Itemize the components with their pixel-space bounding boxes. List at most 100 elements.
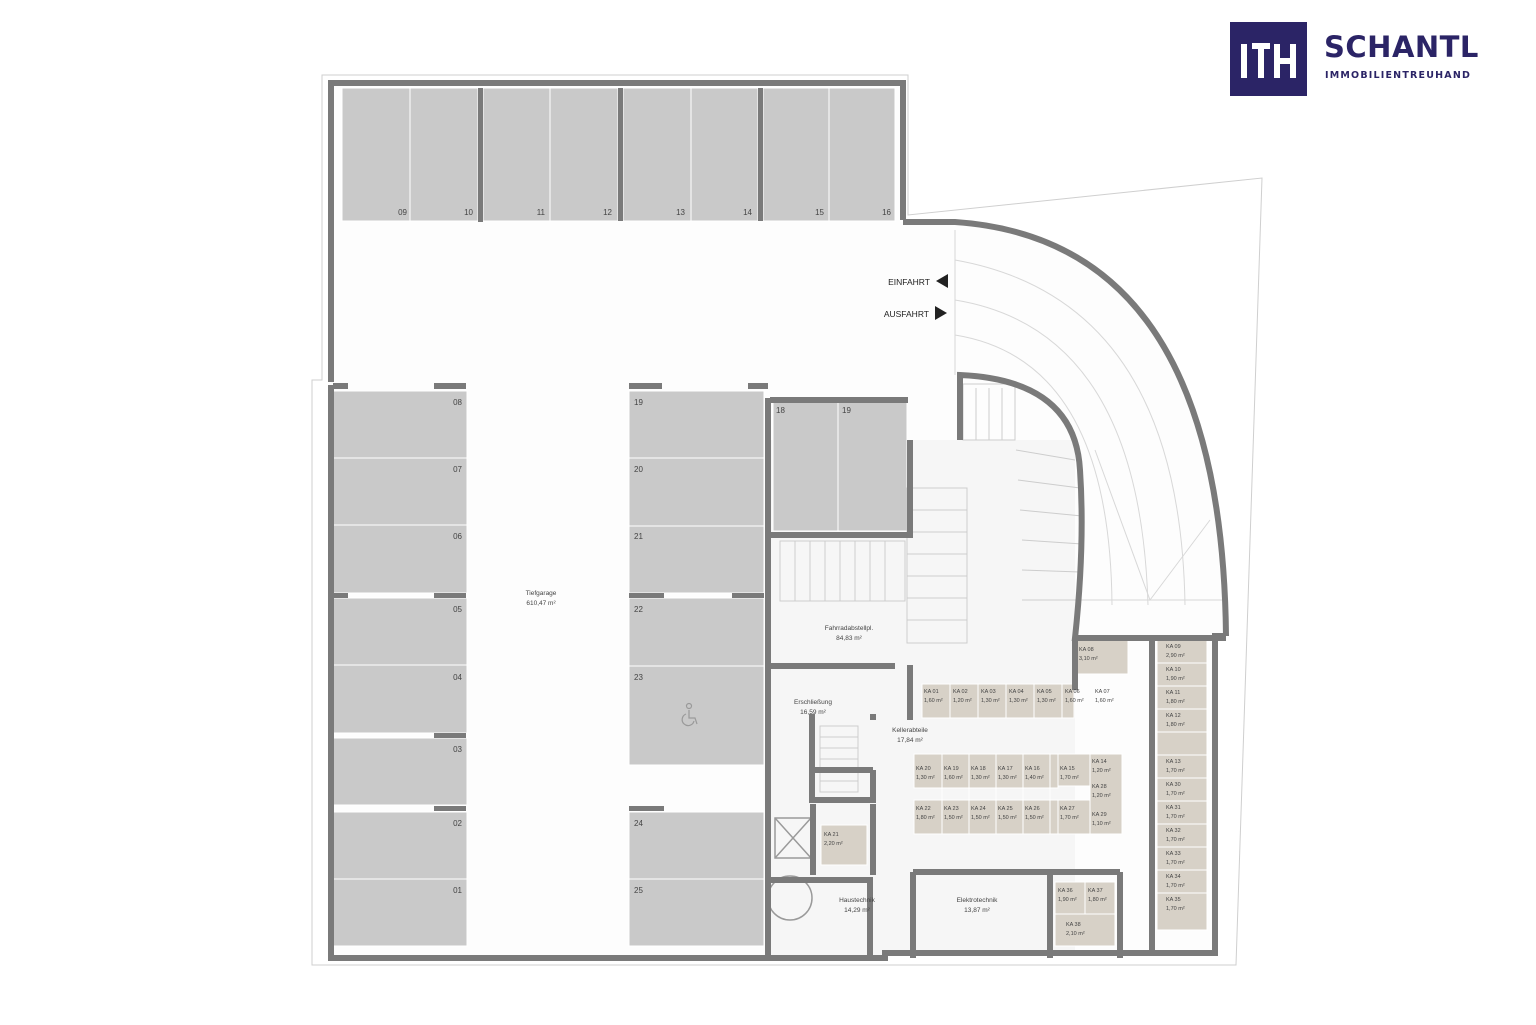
stairs	[779, 383, 1083, 793]
parking-space	[690, 87, 759, 222]
parking-space	[332, 457, 468, 526]
storage-unit-id: KA 10	[1166, 667, 1181, 673]
parking-space-number: 25	[634, 886, 643, 895]
storage-unit-id: KA 29	[1092, 812, 1107, 818]
storage-unit-area: 1,70 m²	[1166, 906, 1185, 912]
storage-unit-area: 1,50 m²	[998, 815, 1017, 821]
room-area: 16,59 m²	[800, 709, 826, 716]
parking-space	[628, 390, 765, 459]
storage-unit-area: 1,20 m²	[953, 698, 972, 704]
parking-space	[549, 87, 619, 222]
storage-unit-area: 1,60 m²	[1095, 698, 1114, 704]
storage-unit-area: 1,50 m²	[944, 815, 963, 821]
storage-unit-id: KA 05	[1037, 689, 1052, 695]
parking-space-number: 16	[882, 208, 891, 217]
storage-unit-area: 1,20 m²	[1092, 768, 1111, 774]
parking-space-number: 11	[537, 208, 546, 217]
brand-name: SCHANTL	[1324, 30, 1479, 64]
parking-space-number: 12	[603, 208, 612, 217]
storage-unit-area: 3,10 m²	[1079, 656, 1098, 662]
parking-space	[628, 457, 765, 527]
parking-space-number: 05	[453, 605, 462, 614]
storage-unit-area: 1,80 m²	[1166, 722, 1185, 728]
parking-space-number: 10	[464, 208, 473, 217]
storage-unit-id: KA 38	[1066, 922, 1081, 928]
brand-subtitle: IMMOBILIENTREUHAND	[1325, 70, 1472, 81]
room-name: Haustechnik	[839, 897, 876, 904]
storage-unit-id: KA 01	[924, 689, 939, 695]
room-area: 84,83 m²	[836, 635, 862, 642]
parking-space-number: 02	[453, 819, 462, 828]
storage-unit-area: 1,70 m²	[1166, 768, 1185, 774]
storage-unit-id: KA 09	[1166, 644, 1181, 650]
storage-unit-area: 1,80 m²	[916, 815, 935, 821]
room-name: Erschließung	[794, 699, 832, 706]
ramp-markings	[954, 230, 1222, 606]
storage-unit-area: 1,30 m²	[998, 775, 1017, 781]
storage-unit-id: KA 37	[1088, 888, 1103, 894]
ausfahrt-arrow-icon	[935, 306, 947, 320]
site-boundary	[311, 74, 1263, 966]
storage-unit-area: 2,90 m²	[1166, 653, 1185, 659]
storage-unit-area: 1,70 m²	[1060, 775, 1079, 781]
storage-unit-area: 2,20 m²	[824, 841, 843, 847]
parking-space-number: 13	[676, 208, 685, 217]
storage-unit-area: 2,10 m²	[1066, 931, 1085, 937]
parking-space	[341, 87, 411, 222]
parking-space-number: 24	[634, 819, 643, 828]
parking-space	[332, 737, 468, 806]
storage-unit-id: KA 36	[1058, 888, 1073, 894]
storage-unit-area: 1,60 m²	[924, 698, 943, 704]
storage-unit-area: 1,40 m²	[1025, 775, 1044, 781]
parking-space	[628, 525, 765, 594]
columns-top	[478, 88, 763, 222]
storage-unit-area: 1,60 m²	[1065, 698, 1084, 704]
storage-unit-id: KA 20	[916, 766, 931, 772]
storage-unit-area: 1,30 m²	[1037, 698, 1056, 704]
storage-unit-id: KA 21	[824, 832, 839, 838]
storage-unit-id: KA 07	[1095, 689, 1110, 695]
storage-unit-id: KA 17	[998, 766, 1013, 772]
storage-unit-area: 1,60 m²	[944, 775, 963, 781]
room-name: Tiefgarage	[526, 590, 557, 597]
storage-unit-area: 1,70 m²	[1166, 837, 1185, 843]
parking-space-number: 19	[634, 398, 643, 407]
storage-unit-area: 1,20 m²	[1092, 793, 1111, 799]
storage-unit-area: 1,90 m²	[1166, 676, 1185, 682]
storage-unit-id: KA 28	[1092, 784, 1107, 790]
storage-unit-id: KA 14	[1092, 759, 1107, 765]
storage-unit-id: KA 35	[1166, 897, 1181, 903]
storage-unit-id: KA 06	[1065, 689, 1080, 695]
parking-space	[828, 87, 896, 222]
parking-space	[332, 664, 468, 734]
storage-unit-id: KA 04	[1009, 689, 1024, 695]
parking-space-number: 09	[398, 208, 407, 217]
storage-unit-area: 1,10 m²	[1092, 821, 1111, 827]
walls	[328, 80, 1229, 961]
ausfahrt-label: AUSFAHRT	[884, 309, 929, 319]
parking-space	[332, 597, 468, 666]
storage-unit-area: 1,70 m²	[1060, 815, 1079, 821]
parking-space-number: 18	[776, 406, 785, 415]
storage-unit-area: 1,80 m²	[1166, 699, 1185, 705]
parking-space-number: 01	[453, 886, 462, 895]
parking-space-number: 04	[453, 673, 462, 682]
room-area: 13,87 m²	[964, 907, 990, 914]
parking-space	[622, 87, 692, 222]
storage-unit-id: KA 24	[971, 806, 986, 812]
parking-space	[772, 397, 839, 532]
room-area: 610,47 m²	[526, 600, 556, 607]
storage-unit-id: KA 33	[1166, 851, 1181, 857]
parking-space	[332, 390, 468, 459]
parking-space-number: 21	[634, 532, 643, 541]
parking-space	[837, 397, 908, 532]
parking-space-number: 15	[815, 208, 824, 217]
storage-unit-id: KA 02	[953, 689, 968, 695]
storage-unit-id: KA 11	[1166, 690, 1180, 696]
storage-unit-area: 1,30 m²	[1009, 698, 1028, 704]
parking-space	[628, 811, 765, 880]
storage-unit-id: KA 31	[1166, 805, 1181, 811]
storage-unit-id: KA 23	[944, 806, 959, 812]
storage-unit-area: 1,30 m²	[971, 775, 990, 781]
